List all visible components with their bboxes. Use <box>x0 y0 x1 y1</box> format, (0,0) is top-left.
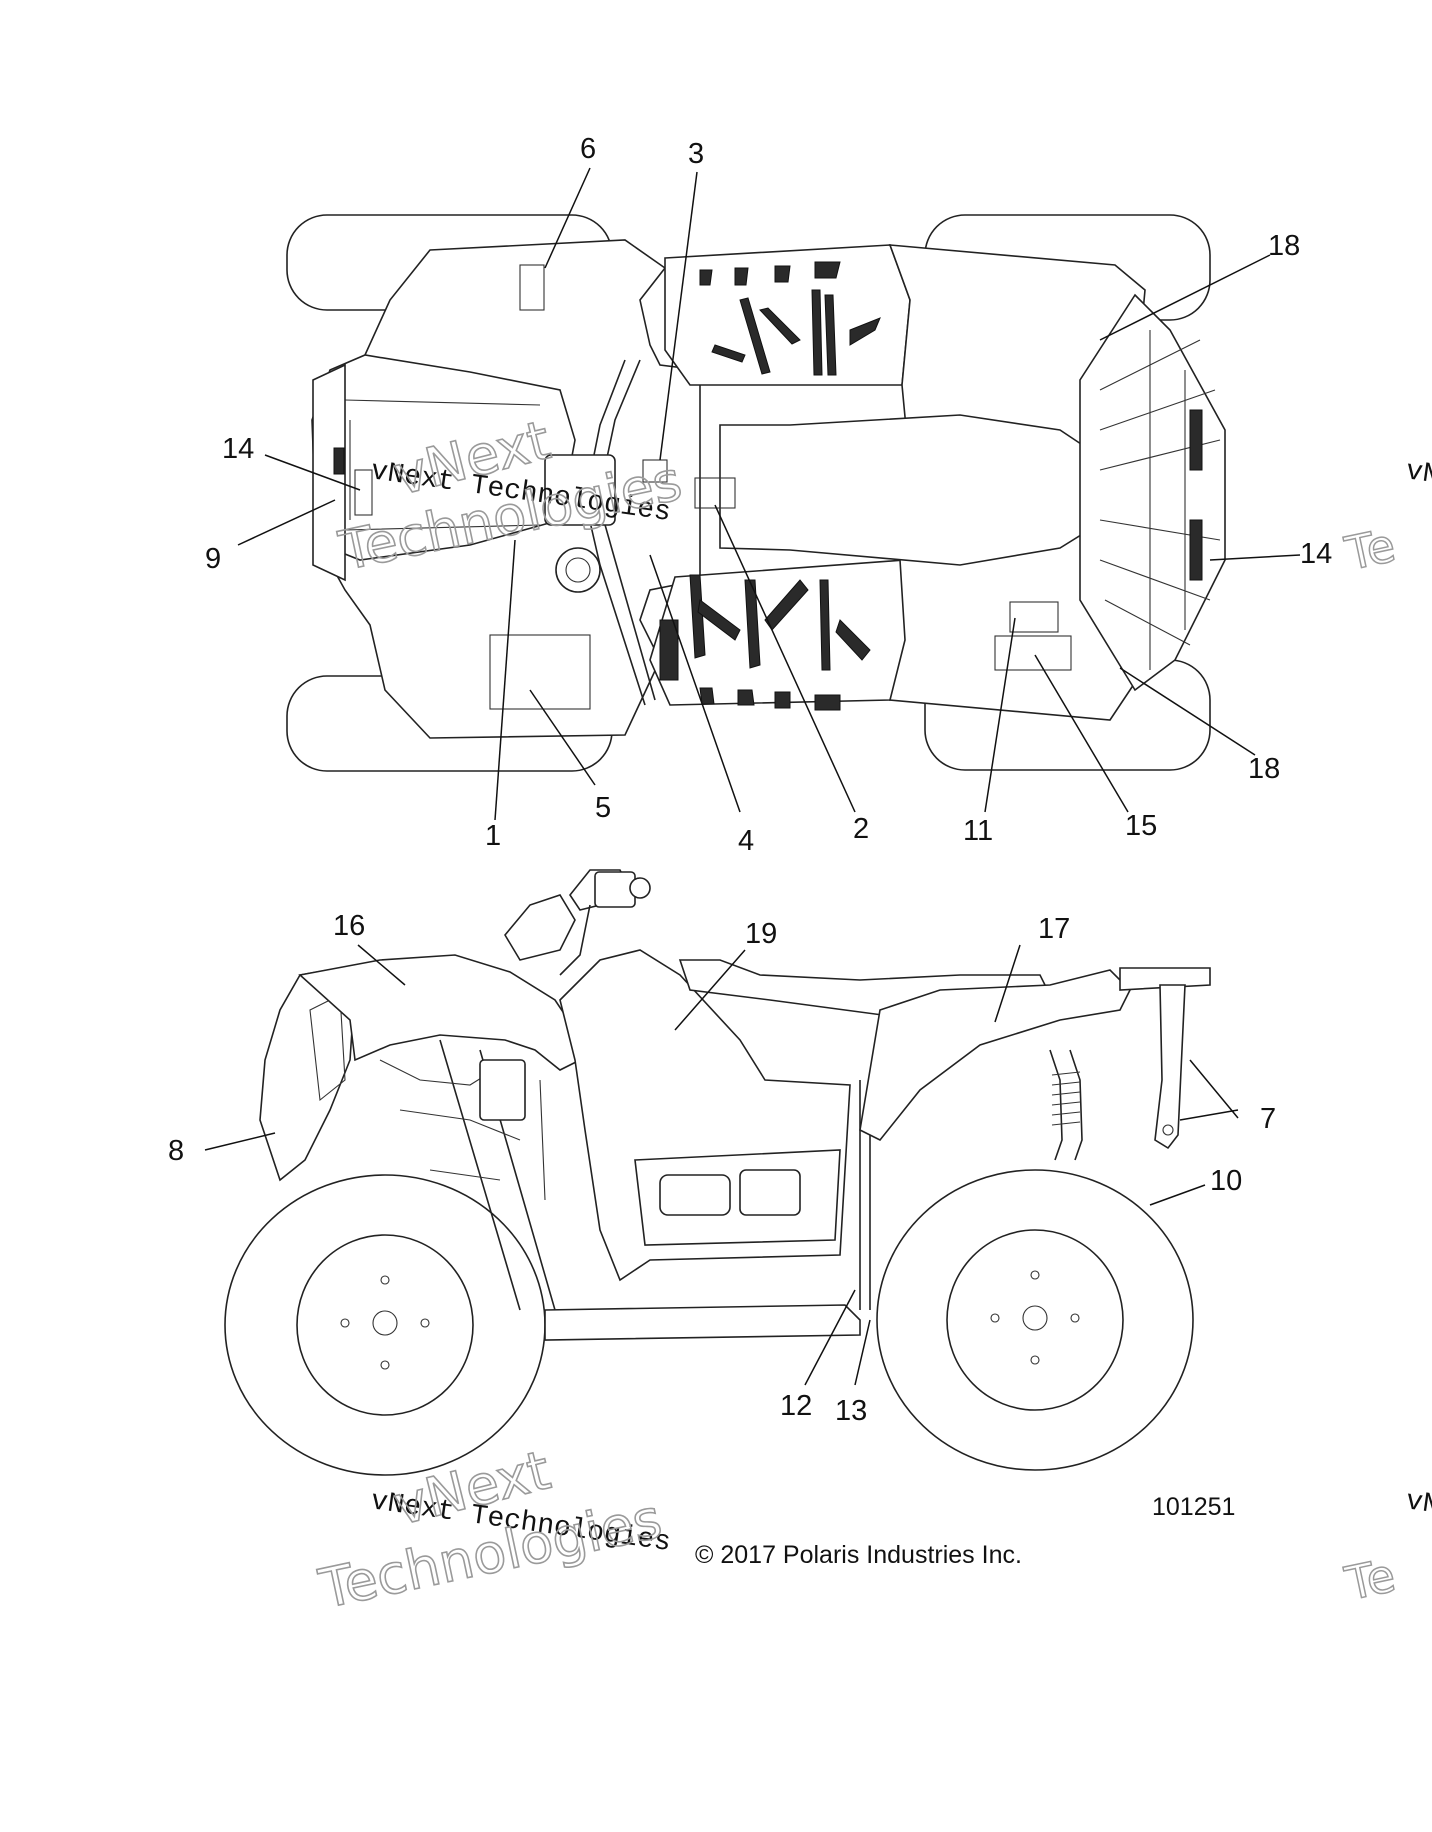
rear-rim <box>946 1229 1124 1411</box>
decal-5 <box>489 634 591 710</box>
watermark-edge: vN Te vN Te <box>1339 456 1432 1612</box>
atv-side-view <box>204 869 1239 1476</box>
callout-10: 10 <box>1210 1165 1242 1197</box>
callout-2: 2 <box>853 813 869 845</box>
seat <box>719 414 1106 566</box>
callout-11: 11 <box>963 815 993 847</box>
front-rim <box>296 1234 474 1416</box>
rear-shock <box>1049 1049 1083 1161</box>
callout-6: 6 <box>580 133 596 165</box>
rear-rack-side <box>1119 967 1211 991</box>
rear-fender-side <box>859 969 1131 1142</box>
footwell-decals-left <box>699 261 881 376</box>
callout-5: 5 <box>595 792 611 824</box>
callout-18-bottom: 18 <box>1248 753 1280 785</box>
decal-6 <box>519 264 545 311</box>
callout-8: 8 <box>168 1135 184 1167</box>
callout-19: 19 <box>745 918 777 950</box>
callout-15: 15 <box>1125 810 1157 842</box>
callout-labels: 6 3 18 14 9 14 18 5 1 4 2 11 15 16 19 17… <box>168 133 1332 1427</box>
callout-7: 7 <box>1260 1103 1276 1135</box>
decal-11 <box>1009 601 1059 633</box>
callout-14-front: 14 <box>222 433 254 465</box>
decal-2 <box>694 477 736 509</box>
callout-1: 1 <box>485 820 501 852</box>
atv-top-view <box>237 167 1301 821</box>
front-fender-side <box>298 954 581 1071</box>
callout-3: 3 <box>688 138 704 170</box>
taillight-bracket <box>1154 984 1186 1150</box>
lower-frame <box>544 1304 861 1341</box>
decal-3 <box>642 459 668 483</box>
watermark-edge-outline-top: Te <box>1340 518 1400 581</box>
front-light <box>333 447 345 475</box>
callout-17: 17 <box>1038 913 1070 945</box>
handlebar-side <box>504 869 651 976</box>
figure-number: 101251 <box>1152 1493 1235 1521</box>
watermark-edge-serif-bottom: vN <box>1404 1486 1432 1521</box>
decal-15 <box>994 635 1072 671</box>
front-bumper <box>312 363 346 582</box>
rear-rack <box>1079 293 1226 692</box>
callout-14-rear: 14 <box>1300 538 1332 570</box>
watermark-edge-outline-bottom: Te <box>1340 1548 1400 1611</box>
decal-14-front <box>354 469 373 516</box>
callout-4: 4 <box>738 825 754 857</box>
callout-12: 12 <box>780 1390 812 1422</box>
callout-9: 9 <box>205 543 221 575</box>
right-footwell <box>649 559 911 706</box>
engine-part <box>659 1174 731 1216</box>
handlebar-assembly <box>544 359 679 706</box>
watermark-edge-serif-top: vN <box>1404 456 1432 491</box>
callout-13: 13 <box>835 1395 867 1427</box>
watermark-top: vNext Technologies vNext Technologies <box>333 408 688 584</box>
footwell-decals-right <box>689 574 871 711</box>
copyright: © 2017 Polaris Industries Inc. <box>695 1541 1022 1569</box>
callout-16: 16 <box>333 910 365 942</box>
callout-18-top: 18 <box>1268 230 1300 262</box>
